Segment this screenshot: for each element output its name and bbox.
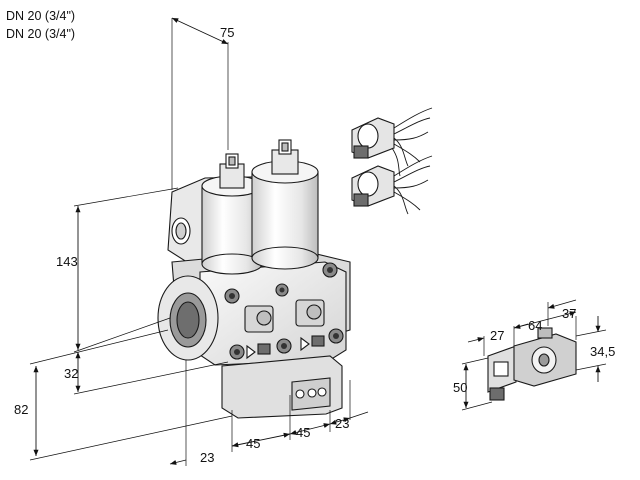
dim-23-right: 23 (335, 416, 349, 431)
dim-27: 27 (490, 328, 504, 343)
dim-45-b: 45 (296, 425, 310, 440)
dim-32: 32 (64, 366, 78, 381)
front-screws (224, 262, 344, 360)
coil-right (251, 139, 319, 270)
pressure-ports (244, 299, 325, 360)
coil-left (201, 153, 263, 275)
dim-45-a: 45 (246, 436, 260, 451)
dim-64: 64 (528, 318, 542, 333)
coil-detail-drawing (487, 327, 577, 401)
connector-plug-lower (351, 155, 433, 215)
title-line-1: DN 20 (3/4") (6, 9, 75, 23)
dimension-labels: 75 143 32 82 23 45 45 23 27 64 37 34,5 5… (14, 25, 615, 465)
dim-50: 50 (453, 380, 467, 395)
dim-82: 82 (14, 402, 28, 417)
dim-23-left: 23 (200, 450, 214, 465)
valve-body-group (157, 139, 351, 419)
dim-37: 37 (562, 306, 576, 321)
title-line-2: DN 20 (3/4") (6, 27, 75, 41)
dim-143: 143 (56, 254, 78, 269)
dim-34-5: 34,5 (590, 344, 615, 359)
connector-plug-upper (351, 107, 433, 177)
dimension-lines (29, 17, 607, 466)
dim-75: 75 (220, 25, 234, 40)
